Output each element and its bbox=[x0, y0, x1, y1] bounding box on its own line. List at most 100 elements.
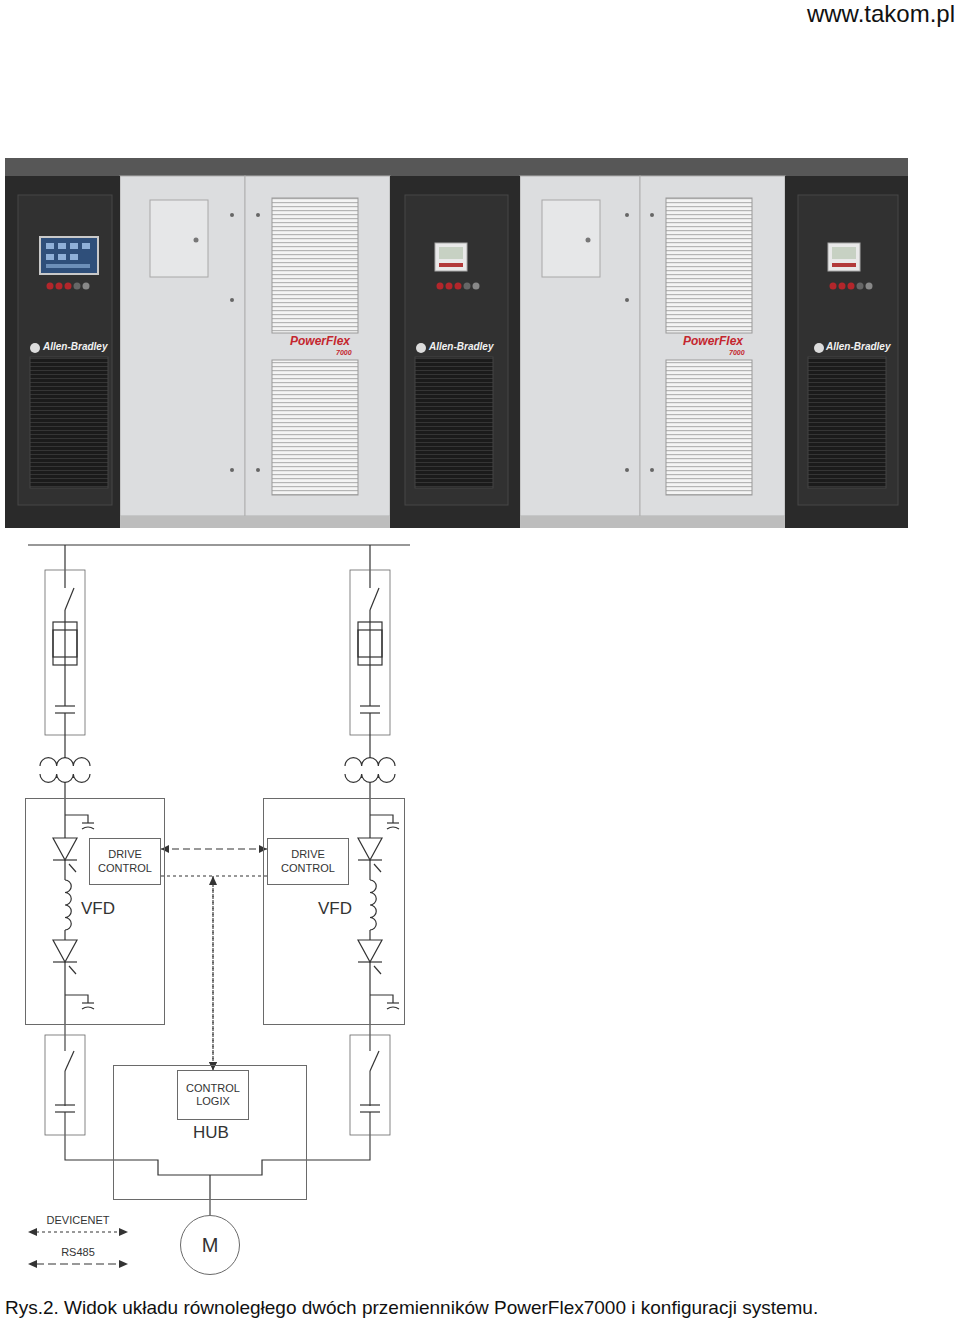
drive-lineup-photo bbox=[415, 357, 493, 488]
supply-branch bbox=[360, 705, 380, 706]
drive-lineup-photo bbox=[58, 243, 66, 249]
drive-lineup-photo bbox=[272, 198, 358, 333]
legend-line bbox=[36, 1264, 120, 1265]
drive-lineup-photo bbox=[464, 283, 471, 290]
drive-lineup-photo bbox=[828, 243, 860, 271]
supply-branch bbox=[64, 545, 65, 588]
supply-branch bbox=[64, 798, 65, 838]
drive-lineup-photo bbox=[439, 263, 463, 267]
signal-link bbox=[213, 876, 267, 1070]
supply-branch bbox=[55, 705, 75, 706]
drive-lineup-photo bbox=[46, 264, 90, 268]
brand-logo: Allen-Bradley bbox=[429, 341, 493, 353]
drive-lineup-photo bbox=[866, 283, 873, 290]
drive-lineup-photo bbox=[5, 176, 120, 528]
drive-lineup-photo bbox=[435, 243, 467, 271]
supply-branch bbox=[64, 622, 65, 665]
supply-branch bbox=[370, 1051, 379, 1071]
supply-branch bbox=[370, 815, 393, 823]
supply-branch bbox=[45, 570, 85, 735]
supply-branch bbox=[374, 864, 381, 872]
drive-control-box: DRIVE CONTROL bbox=[89, 838, 161, 885]
drive-lineup-photo bbox=[439, 247, 463, 259]
drive-lineup-photo bbox=[405, 195, 508, 505]
node-label: M bbox=[202, 1233, 219, 1257]
supply-branch bbox=[40, 545, 94, 1135]
motor-circle: M bbox=[180, 1215, 240, 1275]
drive-lineup-photo bbox=[666, 198, 752, 333]
supply-branch bbox=[82, 822, 94, 823]
supply-branch bbox=[360, 1111, 380, 1112]
drive-lineup-photo bbox=[586, 238, 591, 243]
supply-branch bbox=[69, 966, 76, 974]
drive-lineup-photo bbox=[808, 357, 886, 488]
supply-branch bbox=[387, 822, 399, 823]
legend-arrowhead bbox=[28, 1228, 128, 1236]
supply-branch bbox=[358, 838, 382, 860]
drive-lineup-photo bbox=[520, 176, 640, 516]
drive-lineup-photo bbox=[150, 200, 208, 277]
drive-lineup-photo bbox=[520, 516, 785, 528]
product-logo-number: 7000 bbox=[729, 349, 745, 357]
node-label: VFD bbox=[318, 899, 352, 919]
legend-line bbox=[36, 1232, 120, 1233]
drive-lineup-photo bbox=[83, 283, 90, 290]
drive-lineup-photo bbox=[650, 213, 654, 217]
supply-branch bbox=[370, 588, 379, 610]
product-logo: PowerFlex bbox=[683, 335, 743, 349]
supply-branch bbox=[40, 774, 90, 782]
supply-branch bbox=[345, 758, 395, 766]
product-logo-number: 7000 bbox=[336, 349, 352, 357]
supply-branch bbox=[387, 1002, 399, 1003]
node-label: DRIVE CONTROL bbox=[94, 848, 156, 874]
supply-branch bbox=[360, 1104, 380, 1105]
drive-lineup-photo bbox=[65, 283, 72, 290]
legend-text: RS485 bbox=[28, 1246, 128, 1259]
drive-lineup-photo bbox=[18, 195, 112, 505]
hub-box: HUBCONTROL LOGIX bbox=[113, 1065, 307, 1200]
drive-lineup-photo bbox=[625, 213, 629, 217]
legend-text: DEVICENET bbox=[28, 1214, 128, 1227]
supply-branch bbox=[55, 1104, 75, 1105]
drive-lineup-photo bbox=[830, 283, 837, 290]
drive-lineup-photo bbox=[5, 158, 908, 176]
supply-branch bbox=[69, 864, 76, 872]
drive-lineup-photo bbox=[473, 283, 480, 290]
drive-lineup-photo bbox=[640, 176, 785, 516]
supply-branch bbox=[369, 962, 370, 1025]
drive-lineup-photo bbox=[814, 343, 824, 353]
supply-branch bbox=[369, 860, 370, 880]
drive-lineup-photo bbox=[30, 343, 40, 353]
supply-branch bbox=[65, 588, 74, 610]
signal-link bbox=[161, 848, 267, 849]
drive-lineup-photo bbox=[120, 516, 390, 528]
supply-branch bbox=[370, 880, 376, 930]
supply-branch bbox=[55, 1111, 75, 1112]
supply-branch bbox=[64, 962, 65, 1025]
supply-branch bbox=[82, 1007, 94, 1009]
supply-branch bbox=[358, 940, 382, 962]
drive-lineup-photo bbox=[446, 283, 453, 290]
brand-logo: Allen-Bradley bbox=[43, 341, 107, 353]
legend-line-sample bbox=[28, 1259, 128, 1269]
drive-lineup-photo bbox=[58, 254, 66, 260]
supply-branch bbox=[374, 966, 381, 974]
node-label: CONTROL LOGIX bbox=[182, 1082, 244, 1108]
drive-lineup-photo bbox=[5, 158, 908, 528]
schematic-symbols bbox=[28, 545, 410, 1200]
drive-lineup-photo bbox=[245, 176, 390, 516]
supply-branch bbox=[350, 1035, 390, 1135]
vfd-cabinet: VFD DRIVE CONTROL bbox=[263, 798, 405, 1025]
drive-control-box: DRIVE CONTROL bbox=[267, 838, 349, 885]
drive-lineup-photo bbox=[230, 298, 234, 302]
supply-branch bbox=[369, 545, 370, 588]
drive-lineup-photo bbox=[194, 238, 199, 243]
drive-lineup-photo bbox=[625, 298, 629, 302]
supply-branch bbox=[64, 782, 65, 798]
product-logo: PowerFlex bbox=[290, 335, 350, 349]
drive-lineup-photo bbox=[70, 254, 78, 260]
supply-branch bbox=[387, 827, 399, 829]
supply-branch bbox=[365, 1106, 375, 1112]
